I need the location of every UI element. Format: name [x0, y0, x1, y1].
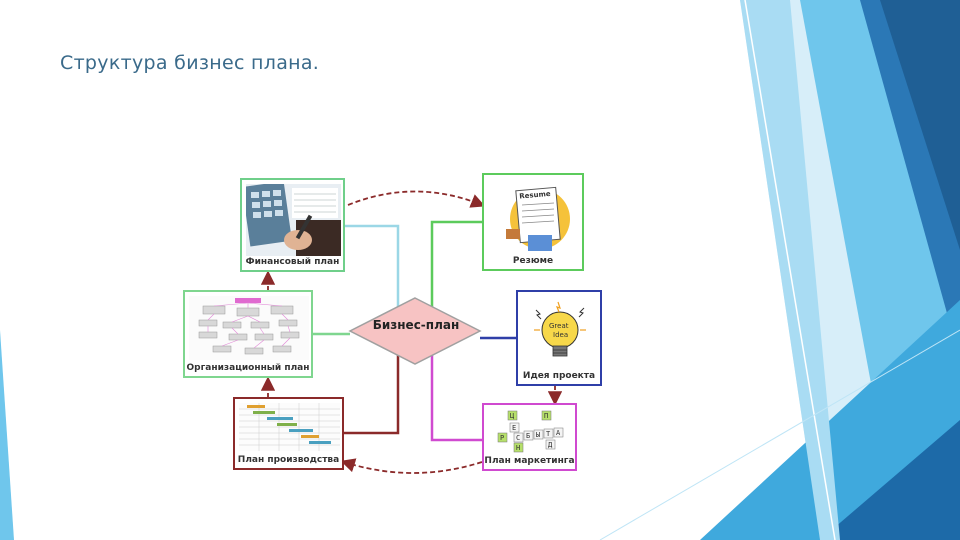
node-org-label: Организационный план: [186, 363, 310, 373]
lightbulb-icon: Great Idea: [534, 301, 586, 357]
node-production-label: План производства: [237, 455, 340, 465]
connector-marketing: [430, 355, 482, 442]
svg-text:Е: Е: [512, 424, 516, 432]
svg-text:Ы: Ы: [536, 431, 540, 439]
arrow-marketing-to-production: [340, 458, 483, 474]
node-production: План производства: [233, 397, 344, 470]
node-finance: Финансовый план: [240, 178, 345, 272]
svg-text:Great: Great: [549, 322, 569, 330]
svg-text:Resume: Resume: [519, 190, 551, 201]
svg-text:А: А: [556, 429, 561, 437]
node-resume-label: Резюме: [512, 256, 554, 266]
node-marketing: Ц П Е Р С Б Ы Т А Н Д План маркетинга: [482, 403, 577, 471]
arrow-finance-to-resume: [347, 190, 486, 208]
svg-text:Ц: Ц: [510, 412, 515, 420]
svg-text:С: С: [516, 434, 520, 442]
center-diamond: [348, 297, 482, 365]
node-resume: Resume Резюме: [482, 173, 584, 271]
connector-production: [344, 355, 400, 435]
node-marketing-label: План маркетинга: [484, 456, 575, 466]
svg-text:Idea: Idea: [553, 331, 568, 339]
resume-image: Resume: [506, 186, 570, 251]
svg-text:Н: Н: [516, 444, 520, 452]
svg-text:Т: Т: [546, 430, 551, 438]
calculator-image: [246, 184, 341, 256]
svg-text:Р: Р: [500, 434, 504, 442]
node-finance-label: Финансовый план: [245, 257, 340, 267]
slide-title: Структура бизнес плана.: [60, 52, 320, 74]
center-label: Бизнес-план: [372, 318, 460, 332]
node-org: Организационный план: [183, 290, 313, 378]
svg-text:Д: Д: [548, 441, 553, 449]
marketing-image: Ц П Е Р С Б Ы Т А Н Д: [488, 409, 573, 453]
gantt-chart-image: [239, 403, 340, 451]
connector-resume: [430, 220, 482, 334]
node-idea: Great Idea Идея проекта: [516, 290, 602, 386]
svg-text:П: П: [544, 412, 548, 420]
node-idea-label: Идея проекта: [522, 371, 596, 381]
org-chart-image: [189, 296, 309, 360]
svg-text:Б: Б: [526, 432, 530, 440]
